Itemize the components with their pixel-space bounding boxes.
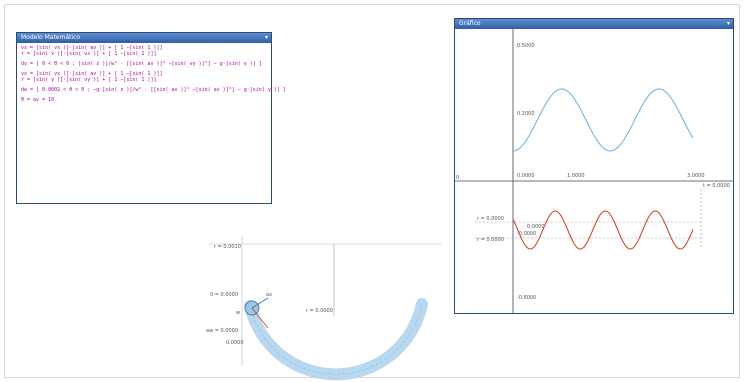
sim-label: 0 = 0.0000 [210,292,238,298]
y-tick-label: -0.0000 [517,231,536,237]
math-model-titlebar[interactable]: Modelo Matemático ▾ [17,33,271,43]
force-vector [251,307,269,329]
formula-line[interactable]: θ = av = 10 [21,97,55,103]
formula-line[interactable]: r = [sin( y )]·[sin( vy )] + [ 1 −[sin( … [21,77,157,83]
formula-line[interactable]: vx = [sin( vx )]·[sin( av )] + [ 1 −[sin… [21,45,163,51]
math-model-title: Modelo Matemático [21,34,81,41]
velocity-vector [251,297,269,309]
canvas-frame [4,4,740,378]
formula-line[interactable]: dw = [ 0.0002 < θ < 0 ; −g·[sin( z )]/w²… [21,87,286,93]
formula-line[interactable]: vx = [sin( vx )]·[sin( av )] + [ 1 −[sin… [21,71,163,77]
annotation-label: r = 0.0000 [477,216,504,222]
arc-track-dashes [249,303,423,375]
formula-line[interactable]: r = [sin( x )]·[sin( vx )] + [ 1 −[sin( … [21,51,157,57]
sim-label: 0.0000 [226,340,244,346]
sim-label: ax [266,292,272,298]
red-series-curve [512,210,694,250]
y-tick-label: 0.2000 [517,111,535,117]
math-model-panel[interactable]: Modelo Matemático ▾ vx = [sin( vx )]·[si… [16,32,286,204]
graph-title: Gráfico [459,20,481,27]
annotation-label: 0.0000 [527,224,545,230]
x-origin-label: 0 [456,175,459,181]
blue-series-curve [512,88,694,152]
x-tick-label: 3.0000 [687,173,705,179]
sim-label: r = 0.0010 [214,244,241,250]
arc-track [244,298,428,381]
x-tick-label: 0.0000 [517,173,535,179]
sim-label: aw = 0.0000 [206,328,238,334]
sim-label: w [236,310,240,316]
graph-titlebar[interactable]: Gráfico ▾ [455,19,733,29]
y-tick-label: -0.6000 [517,295,536,301]
graph-panel[interactable]: Gráfico ▾ 0 0.0000 1.0000 3.0000 0.5000 … [454,18,734,314]
graph-plot-area[interactable]: 0 0.0000 1.0000 3.0000 0.5000 0.2000 -0.… [455,29,733,313]
panel-menu-arrow-icon[interactable]: ▾ [264,34,268,41]
panel-menu-arrow-icon[interactable]: ▾ [726,20,730,27]
sim-label: r = 0.0000 [306,308,333,314]
simulation-scene[interactable]: r = 0.0010 0 = 0.0000 ax w r = 0.0000 aw… [196,236,446,381]
formula-line[interactable]: dv = [ 0 < θ < 0 ; [sin( z )]/w² · [[sin… [21,61,262,67]
y-tick-label: 0.5000 [517,43,535,49]
x-tick-label: 1.0000 [567,173,585,179]
annotation-label: t = 0.0000 [703,183,730,189]
formula-list[interactable]: vx = [sin( vx )]·[sin( av )] + [ 1 −[sin… [17,43,286,105]
annotation-label: r = 0.0000 [477,237,504,243]
